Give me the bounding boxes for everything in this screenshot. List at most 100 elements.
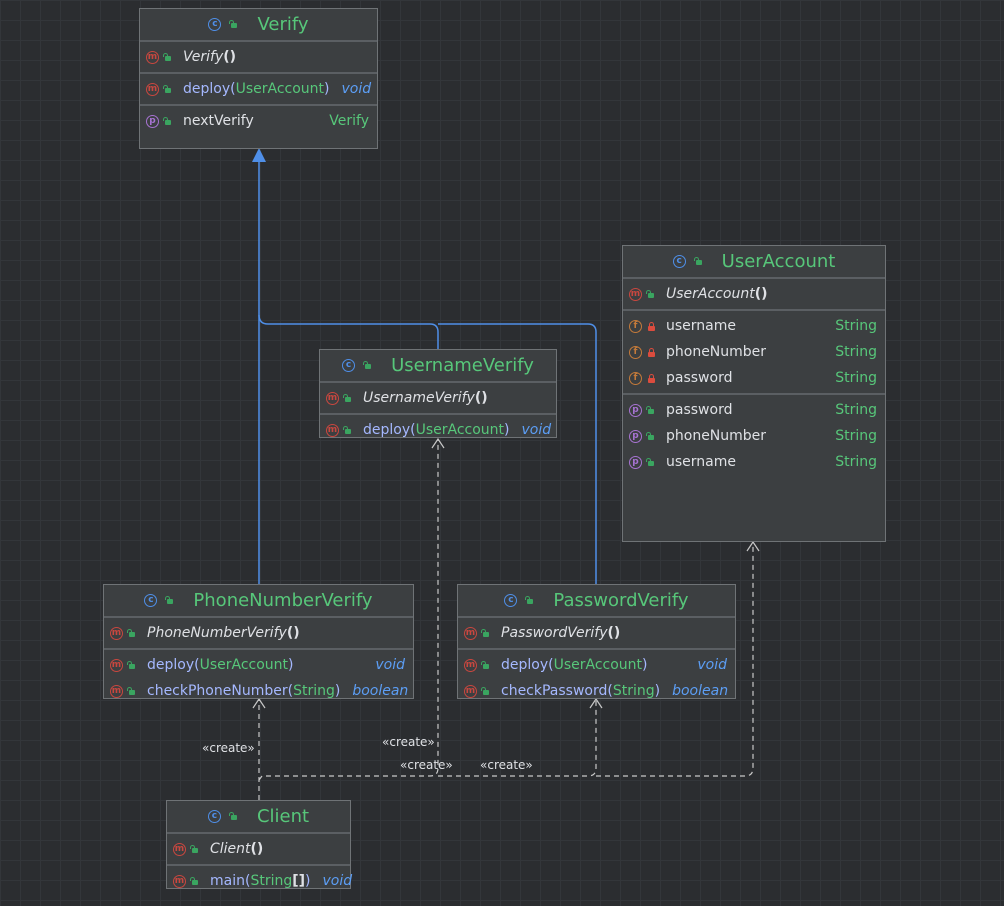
public-icon — [482, 629, 491, 638]
public-icon — [164, 117, 173, 126]
class-header: c UsernameVerify — [320, 350, 556, 383]
public-icon — [647, 432, 656, 441]
method-name: main — [210, 873, 245, 889]
property-type: Verify — [329, 113, 369, 129]
class-header: c Client — [167, 801, 350, 834]
create-edge-usernameverify — [258, 440, 439, 781]
property-row[interactable]: p nextVerify Verify — [140, 108, 377, 134]
method-row[interactable]: m main(String[]) void — [167, 868, 353, 894]
constructor-row[interactable]: m UserAccount () — [623, 281, 885, 307]
public-icon — [128, 629, 137, 638]
class-phonenumberverify[interactable]: c PhoneNumberVerify m PhoneNumberVerify … — [103, 584, 414, 699]
method-icon: m — [146, 82, 159, 96]
constructor-row[interactable]: m PasswordVerify () — [458, 620, 735, 646]
param-type: UserAccount — [415, 422, 505, 438]
method-icon: m — [110, 684, 123, 698]
return-type: boolean — [352, 683, 409, 699]
class-usernameverify[interactable]: c UsernameVerify m UsernameVerify () m d… — [319, 349, 557, 438]
public-icon — [230, 812, 239, 821]
class-header: c PhoneNumberVerify — [104, 585, 413, 618]
class-header: c Verify — [140, 9, 377, 42]
class-icon: c — [504, 594, 518, 607]
property-name: nextVerify — [183, 113, 254, 129]
public-icon — [482, 661, 491, 670]
field-name: username — [666, 318, 736, 334]
class-client[interactable]: c Client m Client () m main(String[]) vo… — [166, 800, 352, 889]
method-icon: m — [110, 658, 123, 672]
public-icon — [482, 687, 491, 696]
property-row[interactable]: p username String — [623, 449, 885, 475]
method-icon: m — [629, 287, 642, 301]
create-arrowhead-useraccount — [746, 540, 760, 552]
constructor-row[interactable]: m Client () — [167, 836, 350, 862]
method-icon: m — [464, 626, 477, 640]
property-type: String — [835, 428, 877, 444]
property-name: password — [666, 402, 733, 418]
public-icon — [695, 257, 704, 266]
method-name: deploy — [147, 657, 195, 673]
paren-close: ) — [288, 657, 294, 673]
property-name: phoneNumber — [666, 428, 767, 444]
field-row[interactable]: f password String — [623, 365, 885, 391]
property-row[interactable]: p phoneNumber String — [623, 423, 885, 449]
method-icon: m — [110, 626, 123, 640]
method-name: checkPassword — [501, 683, 608, 699]
property-name: username — [666, 454, 736, 470]
method-row[interactable]: m deploy(UserAccount) void — [140, 76, 377, 102]
class-header: c UserAccount — [623, 246, 885, 279]
paren-open: ( — [194, 657, 200, 673]
class-header: c PasswordVerify — [458, 585, 735, 618]
paren-close: ) — [654, 683, 661, 699]
constructor-row[interactable]: m UsernameVerify () — [320, 385, 556, 411]
property-row[interactable]: p password String — [623, 397, 885, 423]
constructor-row[interactable]: m PhoneNumberVerify () — [104, 620, 413, 646]
method-icon: m — [326, 391, 339, 405]
constructor-parens: () — [250, 841, 264, 857]
private-lock-icon — [647, 373, 656, 383]
array-brackets: [] — [292, 873, 306, 889]
class-useraccount[interactable]: c UserAccount m UserAccount () f usernam… — [622, 245, 886, 542]
constructor-row[interactable]: m Verify () — [140, 44, 377, 70]
return-type: void — [521, 422, 552, 438]
class-name: Client — [256, 806, 310, 827]
method-row[interactable]: m deploy(UserAccount) void — [320, 417, 556, 443]
class-icon: c — [342, 359, 356, 372]
method-row[interactable]: m deploy(UserAccount) void — [458, 652, 735, 678]
method-row[interactable]: m checkPassword(String) boolean — [458, 678, 735, 704]
property-type: String — [835, 454, 877, 470]
public-icon — [191, 845, 200, 854]
method-icon: m — [146, 50, 159, 64]
public-icon — [128, 661, 137, 670]
class-verify[interactable]: c Verify m Verify () m deploy(UserAccoun… — [139, 8, 378, 149]
create-edge-passwordverify — [438, 700, 597, 777]
method-name: deploy — [501, 657, 549, 673]
param-type: String — [293, 683, 335, 699]
method-row[interactable]: m deploy(UserAccount) void — [104, 652, 413, 678]
param-type: UserAccount — [553, 657, 643, 673]
method-row[interactable]: m checkPhoneNumber(String) boolean — [104, 678, 413, 704]
field-row[interactable]: f phoneNumber String — [623, 339, 885, 365]
class-passwordverify[interactable]: c PasswordVerify m PasswordVerify () m d… — [457, 584, 736, 699]
class-name: PasswordVerify — [553, 590, 689, 611]
public-icon — [364, 361, 373, 370]
property-icon: p — [146, 114, 159, 128]
field-icon: f — [629, 371, 642, 385]
create-arrowhead-usernameverify — [431, 437, 445, 449]
field-row[interactable]: f username String — [623, 313, 885, 339]
paren-close: ) — [324, 81, 330, 97]
method-name: deploy — [363, 422, 411, 438]
return-type: void — [322, 873, 353, 889]
property-icon: p — [629, 455, 642, 469]
create-label-passwordverify: «create» — [400, 758, 453, 772]
public-icon — [647, 458, 656, 467]
constructor-parens: () — [223, 49, 237, 65]
method-icon: m — [326, 423, 339, 437]
constructor-name: Verify — [183, 49, 224, 65]
param-type: String — [612, 683, 655, 699]
public-icon — [526, 596, 535, 605]
class-name: Verify — [257, 14, 309, 35]
create-arrowhead-phonenumberverify — [252, 697, 266, 709]
param-type: String — [250, 873, 293, 889]
class-name: UsernameVerify — [391, 355, 534, 376]
